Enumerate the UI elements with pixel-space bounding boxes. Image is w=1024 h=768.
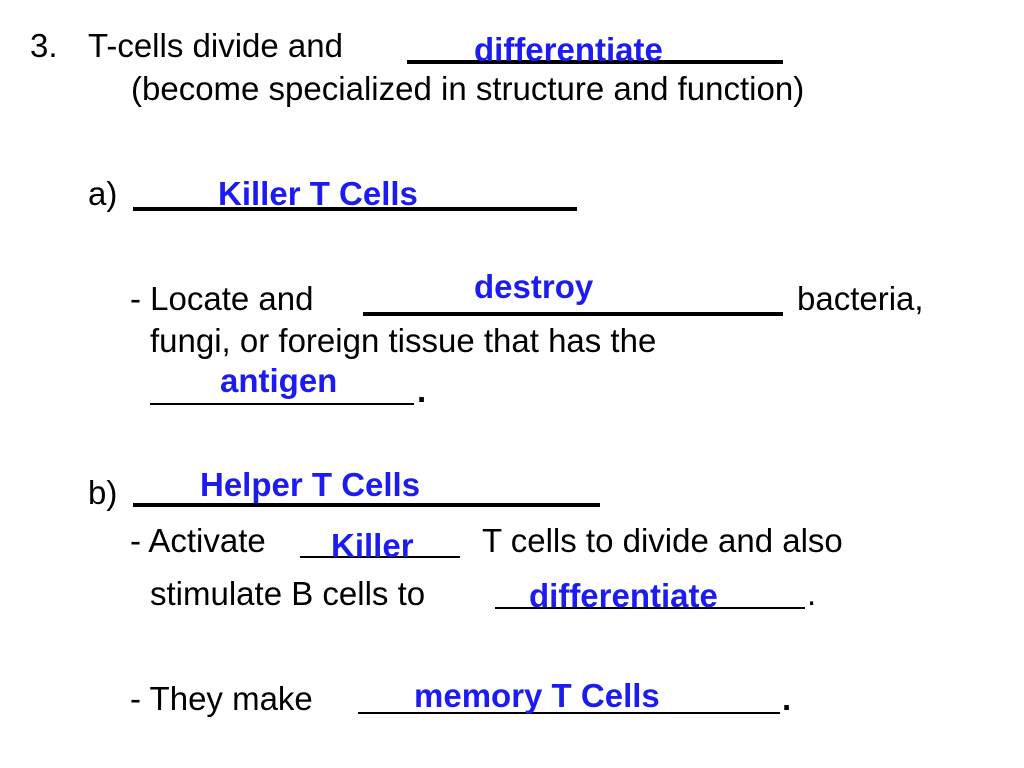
part-a-line3-blank: [150, 403, 414, 405]
item3-answer: differentiate: [474, 31, 663, 68]
part-b-line1-tail: T cells to divide and also: [482, 522, 843, 559]
part-b-answer-blank: [133, 503, 600, 507]
part-b-marker: b): [88, 474, 118, 511]
part-a-line1-lead: - Locate and: [130, 280, 314, 317]
part-b-line3-period: .: [782, 680, 792, 717]
part-a-line1-tail: bacteria,: [797, 280, 924, 317]
part-b-line2-blank: [495, 607, 805, 609]
part-a-marker: a): [88, 175, 118, 212]
part-b-line3-answer: memory T Cells: [414, 677, 660, 714]
part-a-line2: fungi, or foreign tissue that has the: [150, 322, 657, 359]
part-a-line1-blank: [363, 312, 783, 316]
part-b-answer: Helper T Cells: [200, 466, 421, 503]
item-number: 3.: [30, 27, 58, 64]
part-a-line3-period: .: [417, 372, 427, 409]
part-a-line3-answer: antigen: [220, 362, 338, 399]
part-b-line2-lead: stimulate B cells to: [150, 575, 426, 612]
part-b-line3-lead: - They make: [130, 680, 313, 717]
part-b-line3-blank: [358, 712, 780, 714]
item3-answer-blank: [407, 60, 783, 64]
part-a-answer-blank: [133, 207, 577, 211]
part-b-line1-lead: - Activate: [130, 522, 266, 559]
item3-lead-text: T-cells divide and: [88, 27, 343, 64]
part-a-answer: Killer T Cells: [218, 175, 418, 212]
part-b-line2-answer: differentiate: [529, 577, 718, 614]
part-b-line2-period: .: [807, 575, 817, 612]
part-a-line1-answer: destroy: [474, 268, 594, 305]
item3-note: (become specialized in structure and fun…: [131, 70, 805, 107]
part-b-line1-blank: [300, 556, 460, 558]
part-b-line1-answer: Killer: [331, 527, 414, 564]
